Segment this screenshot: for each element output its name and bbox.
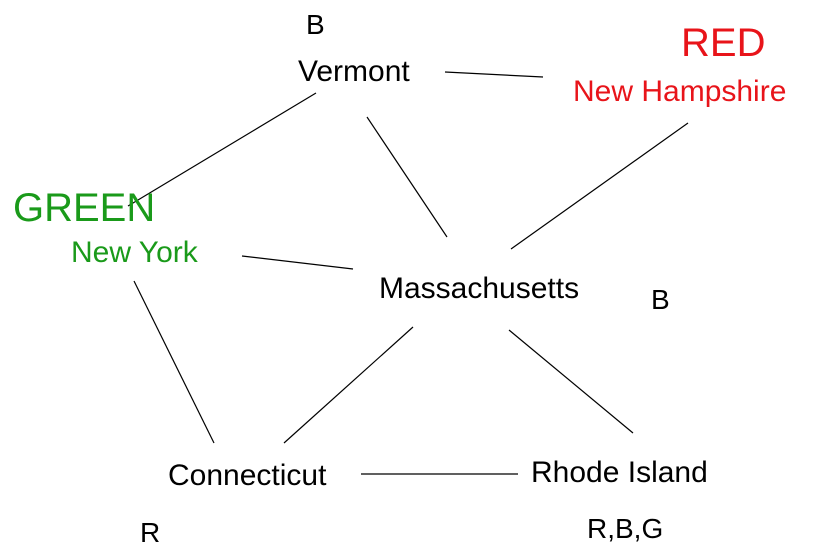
edge-new-hampshire-massachusetts	[510, 122, 689, 250]
edge-massachusetts-connecticut	[283, 326, 414, 444]
connecticut-color-annotation: R	[140, 517, 161, 548]
new-york-node-label: New York	[71, 236, 198, 269]
vermont-color-annotation: B	[306, 9, 325, 40]
new-hampshire-color-annotation: RED	[681, 21, 766, 65]
connecticut-node-label: Connecticut	[168, 459, 327, 492]
edge-new-york-massachusetts	[241, 255, 354, 270]
rhode-island-node-label: Rhode Island	[531, 456, 708, 489]
edge-new-york-connecticut	[133, 280, 215, 444]
new-york-color-annotation: GREEN	[13, 186, 156, 230]
edge-vermont-new-york	[127, 92, 317, 207]
edge-massachusetts-rhode-island	[508, 329, 634, 434]
edge-vermont-new-hampshire	[444, 71, 544, 78]
vermont-node-label: Vermont	[298, 55, 410, 88]
massachusetts-color-annotation: B	[651, 284, 670, 315]
new-hampshire-node-label: New Hampshire	[573, 75, 787, 108]
rhode-island-color-annotation: R,B,G	[587, 513, 664, 544]
edge-vermont-massachusetts	[366, 116, 448, 238]
massachusetts-node-label: Massachusetts	[379, 272, 580, 305]
